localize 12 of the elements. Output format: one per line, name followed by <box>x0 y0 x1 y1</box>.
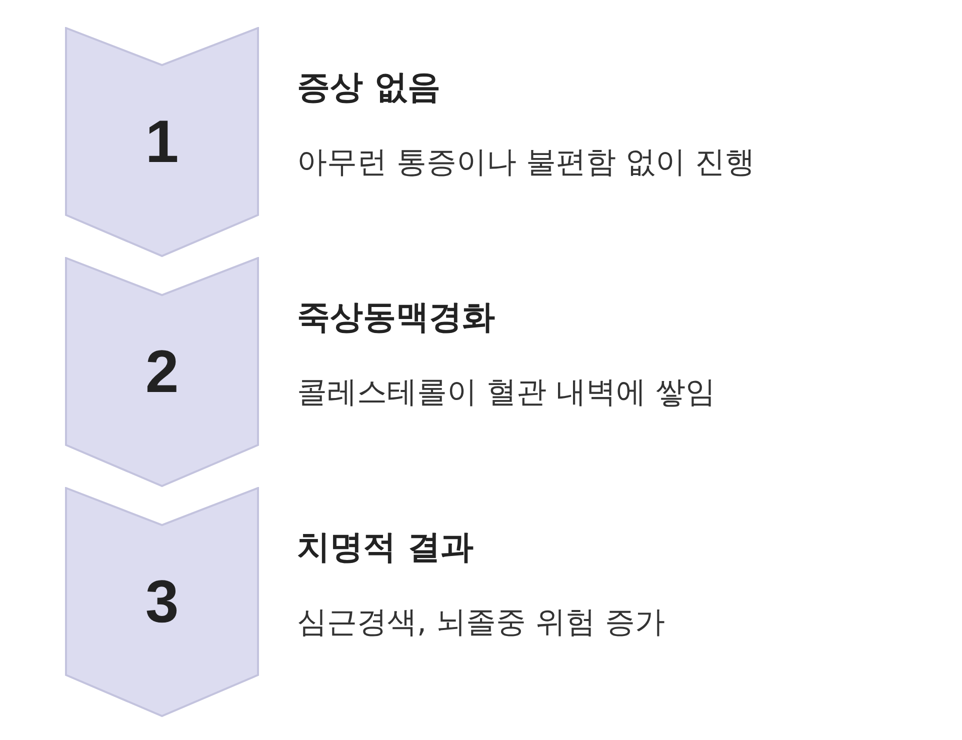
step-heading: 치명적 결과 <box>297 527 474 567</box>
step-description: 아무런 통증이나 불편함 없이 진행 <box>297 145 756 181</box>
chevron-step <box>65 27 259 257</box>
step-number: 3 <box>145 572 179 632</box>
step-description: 심근경색, 뇌졸중 위험 증가 <box>297 605 666 641</box>
step-heading: 증상 없음 <box>297 67 440 107</box>
step-description: 콜레스테롤이 혈관 내벽에 쌓임 <box>297 375 716 411</box>
step-number: 2 <box>145 342 179 402</box>
chevron-step <box>65 487 259 717</box>
step-number: 1 <box>145 112 179 172</box>
chevron-step <box>65 257 259 487</box>
step-heading: 죽상동맥경화 <box>297 297 495 337</box>
